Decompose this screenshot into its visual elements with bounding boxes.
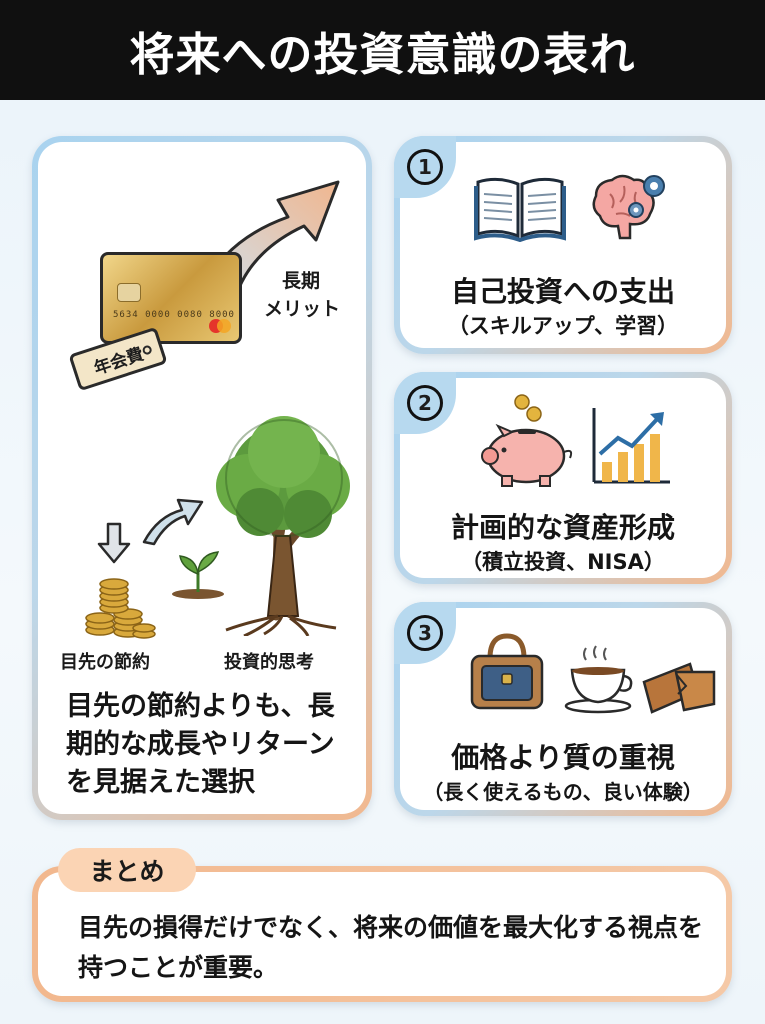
- handbag-icon: [470, 633, 544, 710]
- down-arrow-icon: [97, 522, 131, 564]
- card-number-badge: 2: [394, 372, 456, 434]
- left-description: 目先の節約よりも、長期的な成長やリターンを見据えた選択: [66, 691, 335, 798]
- card-subtitle: （長く使えるもの、良い体験）: [423, 780, 703, 804]
- card-chip-icon: [117, 283, 141, 302]
- card-quality-focus: 3 価格より質の重視 （長く使えるもの、良い体験）: [394, 602, 732, 816]
- tree-icon: [216, 416, 350, 636]
- summary-tag: まとめ: [58, 848, 196, 892]
- investing-label: 投資的思考: [224, 652, 314, 673]
- summary-panel: 目先の損得だけでなく、将来の価値を最大化する視点を持つことが重要。: [32, 866, 732, 1002]
- sprout-icon: [172, 551, 224, 599]
- bar-chart-growth-icon: [592, 408, 670, 484]
- summary-text: 目先の損得だけでなく、将来の価値を最大化する視点を持つことが重要。: [78, 913, 704, 982]
- brain-gears-icon: [592, 174, 665, 240]
- page-title: 将来への投資意識の表れ: [0, 0, 765, 100]
- coffee-cup-icon: [564, 645, 633, 714]
- merit-label-line1: 長期: [282, 270, 321, 292]
- saving-label: 目先の節約: [60, 652, 150, 673]
- card-logo-yellow-icon: [217, 319, 231, 333]
- card-subtitle: （積立投資、NISA）: [461, 550, 665, 574]
- card-number-badge: 3: [394, 602, 456, 664]
- merit-label-line2: メリット: [264, 298, 341, 320]
- card-number-badge: 1: [394, 136, 456, 198]
- card-subtitle: （スキルアップ、学習）: [447, 314, 679, 338]
- card-title: 計画的な資産形成: [450, 511, 675, 544]
- credit-card-icon: 5634 0000 0080 8000: [100, 252, 242, 344]
- fee-tag-label: 年会費: [91, 343, 147, 379]
- card-self-investment: 1 自己投資への支出 （スキルアップ、学習）: [394, 136, 732, 354]
- wallet-icon: [642, 662, 716, 714]
- left-panel: 5634 0000 0080 8000 年会費 長期 メリット: [32, 136, 372, 820]
- open-book-icon: [474, 177, 566, 242]
- card-title: 自己投資への支出: [450, 275, 675, 308]
- piggy-bank-icon: [481, 394, 573, 487]
- coins-icon: [85, 578, 156, 639]
- small-growth-arrow-icon: [142, 498, 204, 546]
- card-title: 価格より質の重視: [451, 741, 675, 774]
- card-asset-building: 2 計画的な資産形成 （積立投資、NISA）: [394, 372, 732, 584]
- card-number: 5634 0000 0080 8000: [113, 310, 235, 320]
